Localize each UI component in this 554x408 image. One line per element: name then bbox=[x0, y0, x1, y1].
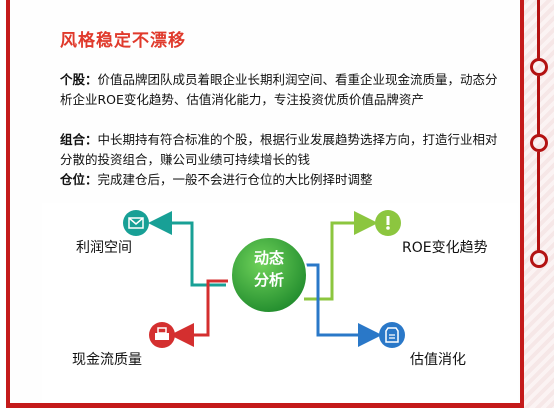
hub-label: 动态 分析 bbox=[234, 247, 304, 291]
hub-line-1: 动态 bbox=[253, 249, 284, 267]
printer-icon bbox=[149, 322, 175, 348]
paragraph-position: 仓位：完成建仓后，一般不会进行仓位的大比例择时调整 bbox=[60, 170, 510, 190]
paragraph-label: 个股： bbox=[60, 72, 98, 87]
node-label-cashflow: 现金流质量 bbox=[72, 352, 142, 368]
diagram-svg bbox=[123, 210, 405, 348]
hub-line-2: 分析 bbox=[253, 271, 284, 289]
paragraph-text: 中长期持有符合标准的个股，根据行业发展趋势选择方向，打造行业相对分散的投资组合，… bbox=[60, 132, 498, 167]
connector-cashflow bbox=[170, 279, 228, 347]
paragraph-stock: 个股：价值品牌团队成员着眼企业长期利润空间、看重企业现金流质量，动态分析企业RO… bbox=[60, 70, 510, 110]
connector-roe bbox=[304, 211, 378, 301]
decorative-border bbox=[524, 0, 554, 408]
paragraph-text: 价值品牌团队成员着眼企业长期利润空间、看重企业现金流质量，动态分析企业ROE变化… bbox=[60, 72, 498, 107]
document-icon bbox=[379, 322, 405, 348]
node-label-roe: ROE变化趋势 bbox=[402, 240, 488, 256]
exclamation-icon bbox=[375, 210, 401, 236]
bottom-bar bbox=[10, 403, 524, 408]
node-label-valuation: 估值消化 bbox=[410, 352, 466, 368]
hub-circle bbox=[230, 236, 308, 314]
paragraph-label: 仓位： bbox=[60, 172, 98, 187]
node-label-profit: 利润空间 bbox=[76, 240, 132, 256]
paragraph-text: 完成建仓后，一般不会进行仓位的大比例择时调整 bbox=[97, 172, 373, 187]
paragraph-label: 组合： bbox=[60, 132, 98, 147]
connector-profit bbox=[148, 211, 226, 287]
analysis-diagram: 动态 分析 利润空间 现金流质量 ROE变化趋势 估值消化 bbox=[42, 203, 518, 403]
envelope-icon bbox=[123, 210, 149, 236]
paragraph-portfolio: 组合：中长期持有符合标准的个股，根据行业发展趋势选择方向，打造行业相对分散的投资… bbox=[60, 130, 510, 170]
page-title: 风格稳定不漂移 bbox=[60, 31, 186, 51]
